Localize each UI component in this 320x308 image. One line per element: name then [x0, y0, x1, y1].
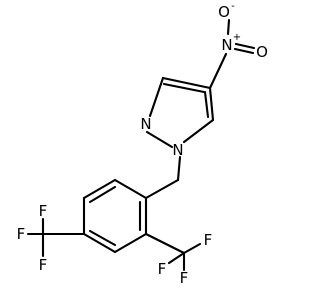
atom-o-minus: O: [218, 3, 230, 21]
bond-c4-c3-inner: [162, 82, 206, 94]
bond-c3-n2: [148, 76, 165, 118]
bond-n1-ch2: [176, 155, 182, 182]
atom-cf3a-f-left: F: [17, 225, 26, 243]
bond-ring-c5-c6-inner: [88, 185, 117, 204]
bond-cf3b-f-right: [182, 242, 202, 255]
charge-plus: +: [233, 32, 241, 43]
bond-cf3b-f-bottom-left: [167, 251, 186, 265]
molecule-diagram: O - N + O N N F F F F F F: [16, 1, 268, 287]
atom-o-double: O: [256, 43, 268, 61]
atom-cf3a-f-top: F: [39, 202, 48, 220]
bond-ring-c6-c1: [113, 178, 148, 200]
bond-ring-c2-c3: [113, 232, 148, 254]
bond-ring-c3-c4-inner: [88, 229, 117, 247]
bond-n-c4: [208, 52, 228, 90]
bond-ring-c3-c4: [82, 232, 117, 254]
bond-ring-c5-c6: [82, 178, 117, 200]
atom-cf3b-f-bottom-right: F: [180, 269, 189, 287]
atom-cf3b-f-right: F: [204, 231, 213, 249]
bond-n2-n1: [145, 130, 174, 149]
charge-minus: -: [231, 1, 235, 12]
bond-n-o-double-a: [234, 42, 256, 50]
bond-ch2-ring: [144, 178, 180, 200]
bond-o-n-nitro: [226, 18, 231, 36]
atom-nitro-n: N: [221, 36, 232, 54]
bond-c5-c4: [208, 86, 215, 122]
bond-c5-c4-inner: [203, 90, 210, 119]
bond-ring-cf3b: [144, 232, 186, 255]
atom-labels: O - N + O N N F F F F F F: [17, 1, 268, 287]
bonds: [26, 18, 256, 272]
atom-cf3a-f-bottom: F: [39, 256, 48, 274]
atom-cf3b-f-bottom-left: F: [158, 260, 167, 278]
structure-drawing: O - N + O N N F F F F F F: [17, 1, 268, 287]
bond-n1-c5: [182, 118, 215, 144]
bond-n-o-double-b: [233, 47, 255, 55]
atom-pyrazole-n2: N: [140, 115, 151, 133]
atom-pyrazole-n1: N: [172, 141, 183, 159]
bond-c4-c3: [161, 76, 212, 90]
